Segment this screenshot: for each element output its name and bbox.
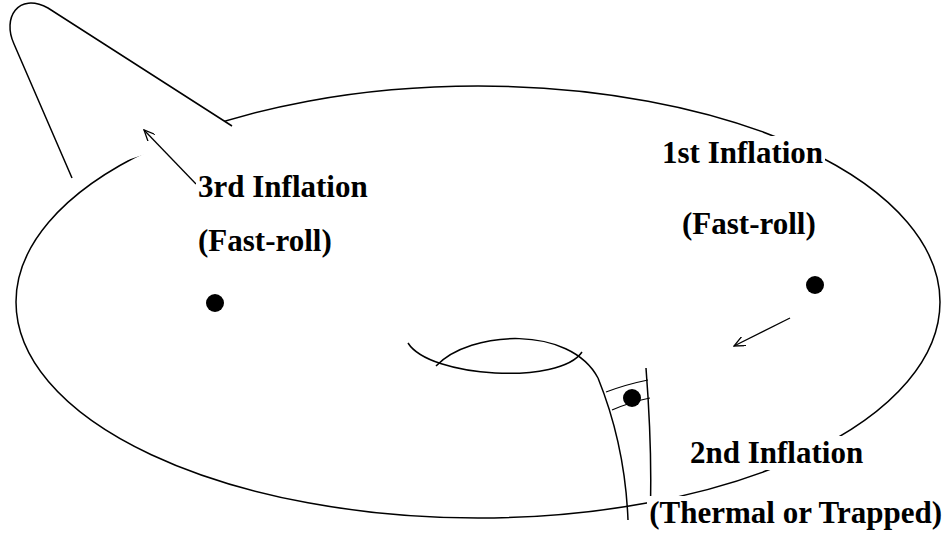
inflation-label: 2nd Inflation	[688, 436, 865, 470]
inflation-label: 3rd Inflation	[196, 170, 370, 204]
inflation-label: (Fast-roll)	[680, 207, 818, 241]
position-dot	[623, 389, 641, 407]
position-dot	[806, 276, 824, 294]
inflation-label: (Fast-roll)	[196, 224, 334, 258]
handle-lobe	[10, 3, 232, 178]
tube-ring	[606, 380, 648, 392]
inflation-label: (Thermal or Trapped)	[647, 496, 944, 530]
hole-lower-edge	[408, 343, 582, 373]
roll-arrow	[734, 318, 790, 346]
position-dot	[206, 294, 224, 312]
inflation-label: 1st Inflation	[660, 136, 825, 170]
roll-arrow	[144, 130, 196, 184]
hole-upper-edge	[436, 339, 598, 378]
